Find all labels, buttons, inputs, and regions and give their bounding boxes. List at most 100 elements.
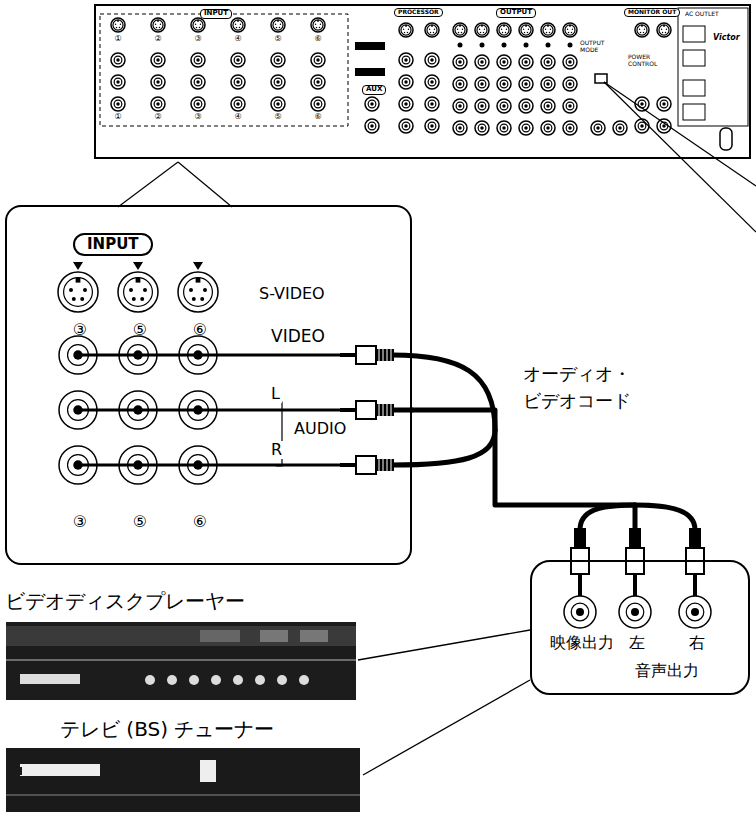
rear-panel [95, 5, 750, 158]
rca-jack [271, 75, 285, 89]
rca-jack [314, 100, 322, 108]
s-video-key [481, 25, 483, 27]
rca-jack [541, 77, 555, 91]
input-arrow [73, 262, 83, 270]
rca-jack [402, 78, 410, 86]
port-label: S-VIDEO [257, 285, 327, 303]
rca-jack [370, 102, 374, 106]
callout-number: ⑥ [193, 513, 207, 531]
player-tray [20, 674, 80, 684]
s-video-jack [477, 25, 487, 35]
rca-jack [497, 121, 511, 135]
device-box: ビデオディスクプレーヤー [5, 588, 358, 703]
s-video-pin [203, 288, 207, 292]
s-video-jack [541, 23, 555, 37]
s-video-key [117, 20, 119, 22]
rca-jack [191, 53, 205, 67]
plug-grip-line [379, 459, 380, 471]
rca-jack [156, 58, 160, 62]
s-video-pin [72, 297, 76, 301]
rca-jack [524, 126, 528, 130]
player-button [189, 675, 199, 685]
rca-jack [638, 122, 646, 130]
rca-jack [524, 104, 528, 108]
rca-jack [640, 102, 644, 106]
rca-jack [399, 119, 413, 133]
s-video-pin [129, 288, 133, 292]
s-video-pin [275, 24, 276, 25]
s-video-pin [545, 29, 546, 30]
rca-jack [365, 119, 379, 133]
rca-jack [194, 78, 202, 86]
s-video-pin [661, 29, 662, 30]
s-video-pin [119, 27, 120, 28]
rca-jack [566, 58, 574, 66]
s-video-pin [501, 29, 502, 30]
plug-grip-line [379, 404, 380, 416]
rca-jack [196, 80, 200, 84]
rca-jack [196, 58, 200, 62]
plug-grip [376, 459, 394, 471]
s-video-key [136, 278, 141, 283]
s-video-pin [276, 27, 277, 28]
s-video-key [569, 25, 571, 27]
player-button [277, 675, 287, 685]
port-label: L [269, 385, 282, 403]
s-video-pin [200, 297, 204, 301]
plug-grip-line [391, 404, 392, 416]
s-video-key [76, 278, 81, 283]
switch-label: POWER CONTROL [627, 54, 673, 67]
rca-jack [274, 100, 282, 108]
s-video-pin [200, 24, 201, 25]
s-video-pin [572, 29, 573, 30]
plug-body [356, 346, 376, 364]
s-video-pin [571, 32, 572, 33]
player-button [167, 675, 177, 685]
s-video-jack [657, 23, 671, 37]
rca-jack [522, 102, 530, 110]
rca-jack [568, 82, 572, 86]
plug-grip-line [383, 349, 384, 361]
port-label: R [269, 441, 284, 459]
s-video-pin [192, 297, 196, 301]
device-label: テレビ (BS) チューナー [60, 718, 274, 741]
rca-jack [314, 56, 322, 64]
s-video-pin [479, 29, 480, 30]
rca-jack [156, 102, 160, 106]
panel-dot [546, 43, 551, 48]
s-video-jack [401, 25, 411, 35]
s-video-jack [659, 25, 669, 35]
rca-jack [546, 60, 550, 64]
rca-jack [428, 122, 436, 130]
rca-jack [524, 82, 528, 86]
device-label: ビデオディスクプレーヤー [5, 590, 245, 613]
s-video-pin [403, 29, 404, 30]
port-label: VIDEO [269, 327, 327, 347]
section-label: INPUT [73, 233, 153, 256]
s-video-pin [549, 32, 550, 33]
s-video-jack [271, 18, 285, 32]
plug-grip [376, 404, 394, 416]
s-video-pin [196, 27, 197, 28]
panel-bar [355, 68, 385, 76]
rca-jack [428, 56, 436, 64]
rca-jack [276, 102, 280, 106]
s-video-key [317, 20, 319, 22]
rca-jack [519, 121, 533, 135]
s-video-jack [64, 278, 93, 307]
rca-jack [691, 608, 699, 616]
s-video-pin [83, 288, 87, 292]
s-video-pin [506, 29, 507, 30]
rca-jack [196, 102, 200, 106]
plug-grip-line [387, 349, 388, 361]
s-video-jack [58, 272, 98, 312]
jack-label: 右 [689, 634, 705, 652]
s-video-jack [425, 23, 439, 37]
s-video-key [525, 25, 527, 27]
rca-jack [475, 55, 489, 69]
rca-jack [453, 77, 467, 91]
rca-jack [116, 80, 120, 84]
rca-jack [522, 58, 530, 66]
callout-number: ③ [73, 513, 87, 531]
s-video-jack [193, 20, 203, 30]
